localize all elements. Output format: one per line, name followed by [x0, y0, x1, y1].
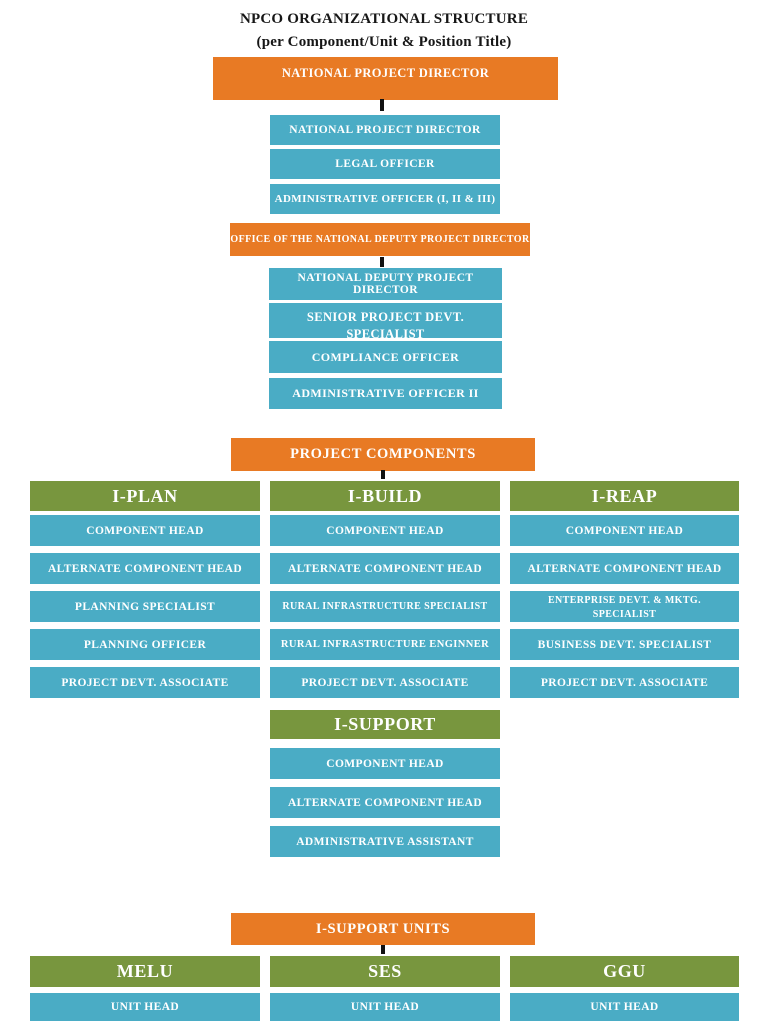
- position-box: UNIT HEAD: [510, 993, 739, 1021]
- position-box: ENTERPRISE DEVT. & MKTG. SPECIALIST: [510, 591, 739, 622]
- component-header-ibuild: I-BUILD: [270, 481, 500, 511]
- connector-dash: [380, 99, 384, 111]
- ndpd-office-header-box: OFFICE OF THE NATIONAL DEPUTY PROJECT DI…: [230, 223, 530, 256]
- unit-header-ses: SES: [270, 956, 500, 987]
- position-box: COMPONENT HEAD: [270, 748, 500, 779]
- position-box: PLANNING OFFICER: [30, 629, 260, 660]
- position-box: BUSINESS DEVT. SPECIALIST: [510, 629, 739, 660]
- position-box: ALTERNATE COMPONENT HEAD: [510, 553, 739, 584]
- position-box: PROJECT DEVT. ASSOCIATE: [30, 667, 260, 698]
- position-box: PROJECT DEVT. ASSOCIATE: [510, 667, 739, 698]
- unit-header-melu: MELU: [30, 956, 260, 987]
- connector-dash: [380, 257, 384, 267]
- position-box: ADMINISTRATIVE OFFICER II: [269, 378, 502, 409]
- component-header-iplan: I-PLAN: [30, 481, 260, 511]
- component-header-ireap: I-REAP: [510, 481, 739, 511]
- position-label: SENIOR PROJECT DEVT. SPECIALIST: [306, 310, 465, 338]
- position-box: SENIOR PROJECT DEVT. SPECIALIST: [269, 303, 502, 338]
- position-box: COMPONENT HEAD: [270, 515, 500, 546]
- position-box: ALTERNATE COMPONENT HEAD: [270, 787, 500, 818]
- support-units-header-box: I-SUPPORT UNITS: [231, 913, 535, 945]
- chart-title: NPCO ORGANIZATIONAL STRUCTURE (per Compo…: [0, 8, 768, 54]
- unit-header-ggu: GGU: [510, 956, 739, 987]
- connector-dash: [381, 470, 385, 479]
- position-box: RURAL INFRASTRUCTURE ENGINNER: [270, 629, 500, 660]
- position-box: PROJECT DEVT. ASSOCIATE: [270, 667, 500, 698]
- position-box: RURAL INFRASTRUCTURE SPECIALIST: [270, 591, 500, 622]
- project-components-header-box: PROJECT COMPONENTS: [231, 438, 535, 471]
- position-box: ALTERNATE COMPONENT HEAD: [30, 553, 260, 584]
- position-box: COMPLIANCE OFFICER: [269, 341, 502, 373]
- npd-office-header-box: NATIONAL PROJECT DIRECTOR: [213, 57, 558, 100]
- position-box: UNIT HEAD: [270, 993, 500, 1021]
- connector-dash: [381, 945, 385, 954]
- position-box: COMPONENT HEAD: [30, 515, 260, 546]
- position-box: ADMINISTRATIVE ASSISTANT: [270, 826, 500, 857]
- chart-title-line2: (per Component/Unit & Position Title): [256, 34, 512, 50]
- position-label: ENTERPRISE DEVT. & MKTG. SPECIALIST: [547, 595, 702, 620]
- position-box: NATIONAL PROJECT DIRECTOR: [270, 115, 500, 145]
- position-box: COMPONENT HEAD: [510, 515, 739, 546]
- component-header-isupport: I-SUPPORT: [270, 710, 500, 739]
- position-box: ALTERNATE COMPONENT HEAD: [270, 553, 500, 584]
- position-box: ADMINISTRATIVE OFFICER (I, II & III): [270, 184, 500, 214]
- chart-title-line1: NPCO ORGANIZATIONAL STRUCTURE: [239, 11, 529, 27]
- position-box: UNIT HEAD: [30, 993, 260, 1021]
- position-box: NATIONAL DEPUTY PROJECT DIRECTOR: [269, 268, 502, 300]
- position-box: PLANNING SPECIALIST: [30, 591, 260, 622]
- position-box: LEGAL OFFICER: [270, 149, 500, 179]
